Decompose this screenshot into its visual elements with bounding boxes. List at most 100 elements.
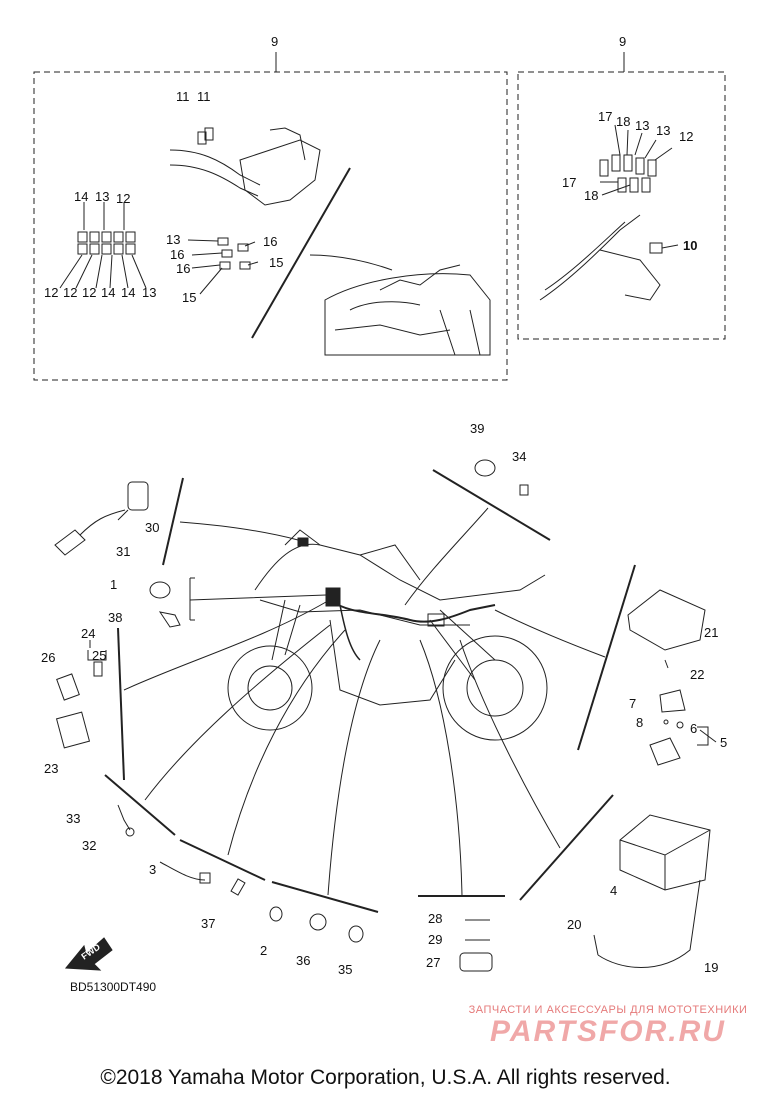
callout-14-b2: 14 xyxy=(121,285,135,300)
callout-14-b1: 14 xyxy=(101,285,115,300)
fuse-cluster-mid xyxy=(217,237,251,270)
part-28-29-27 xyxy=(459,919,493,972)
callout-3: 3 xyxy=(149,862,156,877)
leader-30-31 xyxy=(179,521,299,541)
callout-13-mid: 13 xyxy=(166,232,180,247)
callout-17-b: 17 xyxy=(562,175,576,190)
callout-17-a: 17 xyxy=(598,109,612,124)
callout-39: 39 xyxy=(470,421,484,436)
watermark-tagline: ЗАПЧАСТИ И АКСЕССУАРЫ ДЛЯ МОТОТЕХНИКИ xyxy=(468,1004,748,1016)
callout-4: 4 xyxy=(610,883,617,898)
group-box-right xyxy=(517,71,726,340)
part-22-bolt xyxy=(664,659,669,669)
leader-4-20 xyxy=(459,639,561,849)
callout-19: 19 xyxy=(704,960,718,975)
callout-28: 28 xyxy=(428,911,442,926)
part-23-relay xyxy=(55,711,91,749)
callout-numbers: 9 9 11 11 14 13 12 12 12 12 14 14 13 13 … xyxy=(41,34,727,977)
callout-30: 30 xyxy=(145,520,159,535)
callout-26: 26 xyxy=(41,650,55,665)
part-19-20-cable xyxy=(593,879,701,968)
main-wire-harness xyxy=(297,537,496,661)
callout-9-right: 9 xyxy=(619,34,626,49)
callout-16-a: 16 xyxy=(170,247,184,262)
callout-2: 2 xyxy=(260,943,267,958)
callout-12-b3: 12 xyxy=(82,285,96,300)
callout-38: 38 xyxy=(108,610,122,625)
part-21-ecu xyxy=(627,589,706,651)
callout-13-r1: 13 xyxy=(635,118,649,133)
bracket-23-26 xyxy=(117,627,125,781)
callout-7: 7 xyxy=(629,696,636,711)
callout-18-a: 18 xyxy=(616,114,630,129)
watermark-logo: PARTSFOR.RU xyxy=(490,1015,726,1048)
callout-22: 22 xyxy=(690,667,704,682)
callout-29: 29 xyxy=(428,932,442,947)
part-37-fuse xyxy=(230,878,246,896)
callout-6: 6 xyxy=(690,721,697,736)
bracket-2-35-36 xyxy=(271,881,379,913)
part-26-24-25 xyxy=(56,661,103,701)
callout-15-b: 15 xyxy=(182,290,196,305)
leader-5-22 xyxy=(494,609,606,658)
part-36-cap xyxy=(309,913,327,931)
harness-sketch-right xyxy=(539,154,663,301)
callout-10: 10 xyxy=(683,238,697,253)
watermark: ЗАПЧАСТИ И АКСЕССУАРЫ ДЛЯ МОТОТЕХНИКИ PA… xyxy=(458,1004,758,1048)
bracket-30-31 xyxy=(162,477,184,566)
callout-11a: 11 xyxy=(176,89,190,104)
callout-25: 25 xyxy=(92,648,106,663)
callout-18-b: 18 xyxy=(584,188,598,203)
part-2-cap xyxy=(269,906,283,922)
leader-27-29 xyxy=(419,639,463,897)
leader-32-33 xyxy=(144,624,331,801)
part-4-battery xyxy=(619,814,711,891)
callout-34: 34 xyxy=(512,449,526,464)
callout-27: 27 xyxy=(426,955,440,970)
handlebar-sketch xyxy=(169,127,321,206)
part-35-cap xyxy=(348,925,364,943)
bracket-4-20 xyxy=(519,794,614,901)
bracket-1-38-caps xyxy=(190,577,195,621)
part-38-clip xyxy=(158,611,181,628)
leader-2-35-36 xyxy=(327,639,381,896)
callout-11b: 11 xyxy=(197,89,211,104)
callout-8: 8 xyxy=(636,715,643,730)
callout-13-r2: 13 xyxy=(656,123,670,138)
callout-12-b1: 12 xyxy=(44,285,58,300)
fuse-cluster-left xyxy=(77,231,136,255)
callout-1: 1 xyxy=(110,577,117,592)
callout-13-top: 13 xyxy=(95,189,109,204)
callout-33: 33 xyxy=(66,811,80,826)
callout-12-b2: 12 xyxy=(63,285,77,300)
callout-12-r: 12 xyxy=(679,129,693,144)
bracket-34-39 xyxy=(432,469,551,541)
bracket-3-37 xyxy=(179,839,266,881)
tank-sketch xyxy=(324,264,491,356)
callout-5: 5 xyxy=(720,735,727,750)
callout-13-b: 13 xyxy=(142,285,156,300)
callout-24: 24 xyxy=(81,626,95,641)
callout-31: 31 xyxy=(116,544,130,559)
part-3-lead xyxy=(159,861,211,884)
bracket-1-38 xyxy=(189,578,327,620)
callout-16-b: 16 xyxy=(176,261,190,276)
part-32-33-screw xyxy=(117,804,135,837)
part-7-5-6-8 xyxy=(649,689,709,766)
leader-23-26 xyxy=(123,601,327,691)
callout-14-top: 14 xyxy=(74,189,88,204)
bracket-left-box xyxy=(251,167,351,339)
part-1-band xyxy=(149,581,171,599)
part-11-connectors xyxy=(197,131,207,145)
callout-35: 35 xyxy=(338,962,352,977)
part-31-sensor xyxy=(54,509,126,556)
callout-20: 20 xyxy=(567,917,581,932)
diagram-reference-code: BD51300DT490 xyxy=(70,980,157,994)
motorcycle-outline xyxy=(227,529,548,741)
copyright-footer: ©2018 Yamaha Motor Corporation, U.S.A. A… xyxy=(100,1066,671,1089)
callout-9-left: 9 xyxy=(271,34,278,49)
callout-16-c: 16 xyxy=(263,234,277,249)
callout-12-top: 12 xyxy=(116,191,130,206)
